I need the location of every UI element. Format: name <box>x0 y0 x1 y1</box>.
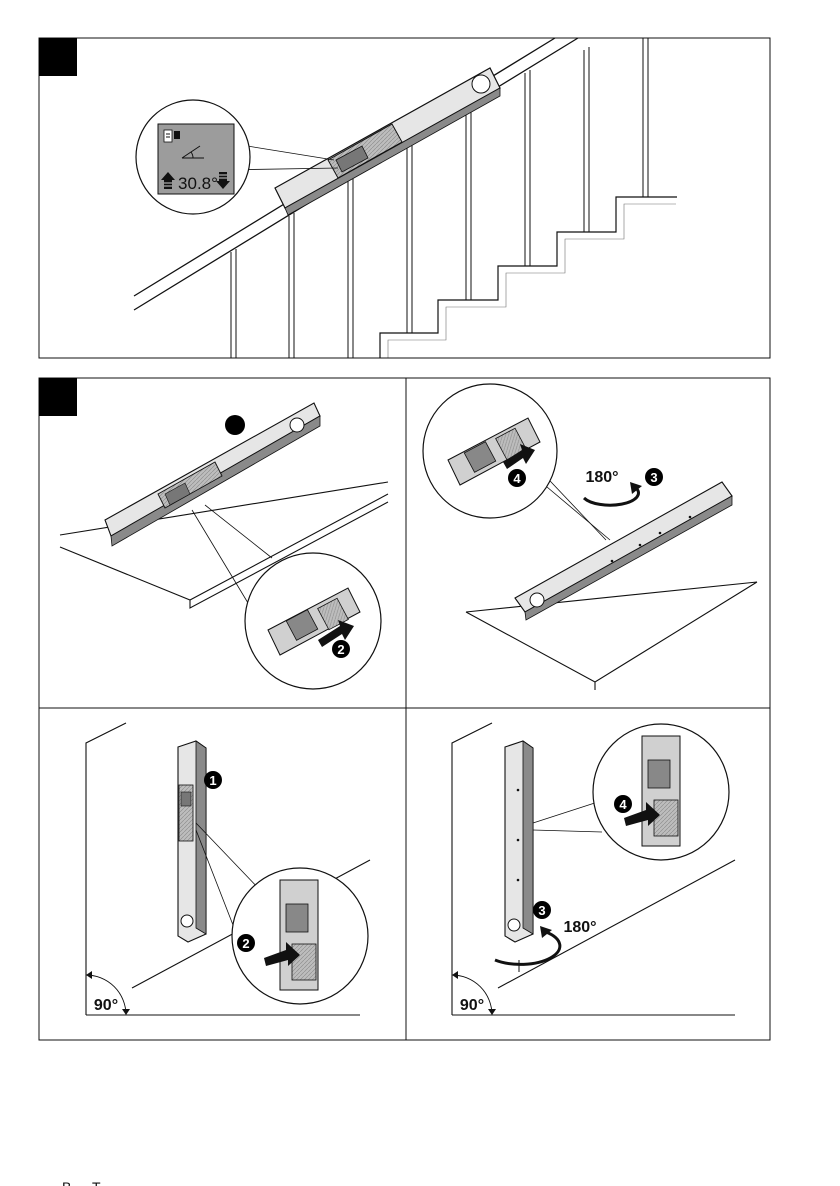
step-label-4-d: 4 <box>619 797 627 812</box>
panel-d-vertical-rotated: 4 3 180° 90° <box>452 723 735 1015</box>
level-marker-dot <box>225 415 245 435</box>
panel-c-vertical-measure: 1 2 90° <box>86 723 370 1015</box>
step-label-1: 1 <box>209 773 216 788</box>
footer-marks: B T <box>62 1179 101 1186</box>
rotation-arrow-b <box>584 488 638 505</box>
figure-calibration: 2 4 180° 3 <box>39 378 770 1040</box>
panel-b-horizontal-rotated: 4 180° 3 <box>423 384 757 690</box>
step-label-4-b: 4 <box>513 471 521 486</box>
rotation-label-b: 180° <box>585 469 618 486</box>
step-label-3-b: 3 <box>650 470 657 485</box>
figure-frame-top <box>39 38 770 358</box>
figure-stair-railing: 30.8° <box>39 38 770 358</box>
rotation-label-d: 180° <box>563 919 596 936</box>
step-label-2-c: 2 <box>242 936 249 951</box>
footer-mark-t: T <box>92 1179 101 1186</box>
step-label-3-d: 3 <box>538 903 545 918</box>
step-label-2: 2 <box>337 642 344 657</box>
angle-label-d: 90° <box>460 997 484 1014</box>
lcd-angle-value: 30.8° <box>178 174 218 193</box>
angle-label-c: 90° <box>94 997 118 1014</box>
footer-mark-b: B <box>62 1179 71 1186</box>
figure-number-badge-bottom <box>39 378 77 416</box>
stair-steps <box>380 197 677 358</box>
panel-a-horizontal-measure: 2 <box>60 403 388 689</box>
figure-number-badge-top <box>39 38 77 76</box>
